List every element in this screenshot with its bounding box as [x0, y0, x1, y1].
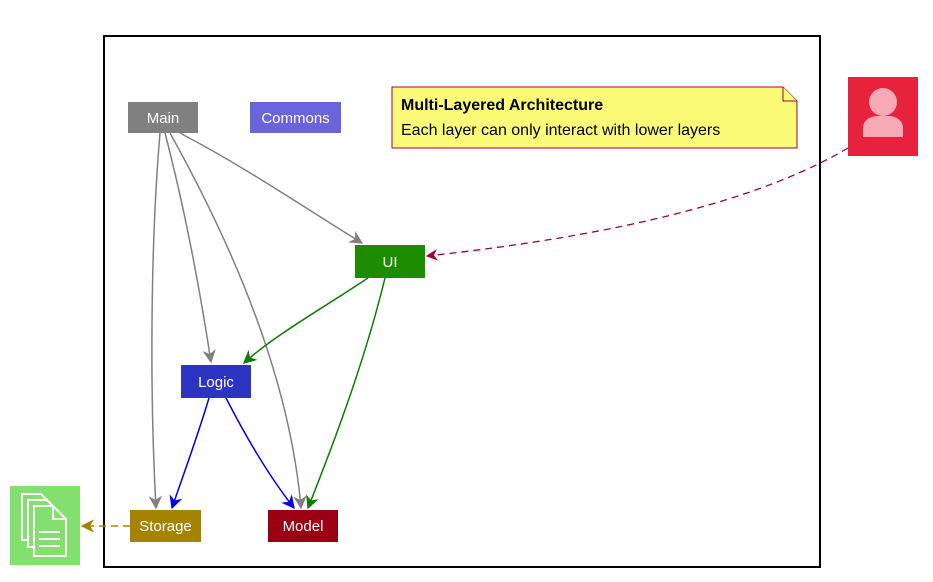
- edge-user-ui: [425, 147, 849, 261]
- component-storage[interactable]: Storage: [130, 510, 201, 542]
- user-icon[interactable]: [848, 77, 918, 156]
- architecture-note: Multi-Layered Architecture Each layer ca…: [391, 86, 798, 149]
- component-commons-label: Commons: [261, 110, 329, 127]
- component-logic[interactable]: Logic: [181, 365, 251, 398]
- component-ui[interactable]: UI: [355, 245, 425, 278]
- edge-main-model: [169, 132, 307, 510]
- edge-ui-model: [306, 277, 386, 510]
- component-main-label: Main: [147, 110, 180, 127]
- edge-logic-storage: [169, 397, 210, 510]
- component-model-label: Model: [283, 518, 324, 535]
- component-storage-label: Storage: [139, 518, 192, 535]
- edge-main-ui: [179, 132, 364, 244]
- component-main[interactable]: Main: [128, 102, 198, 133]
- component-model[interactable]: Model: [268, 510, 338, 542]
- component-ui-label: UI: [383, 254, 398, 271]
- edge-ui-logic: [242, 277, 369, 364]
- component-commons[interactable]: Commons: [250, 102, 341, 133]
- edge-main-storage: [148, 132, 163, 510]
- note-body: Each layer can only interact with lower …: [401, 122, 720, 139]
- file-stack-icon: [10, 486, 80, 565]
- component-logic-label: Logic: [198, 374, 234, 391]
- edge-main-logic: [164, 132, 216, 364]
- edge-logic-model: [225, 397, 295, 510]
- note-title: Multi-Layered Architecture: [401, 97, 603, 114]
